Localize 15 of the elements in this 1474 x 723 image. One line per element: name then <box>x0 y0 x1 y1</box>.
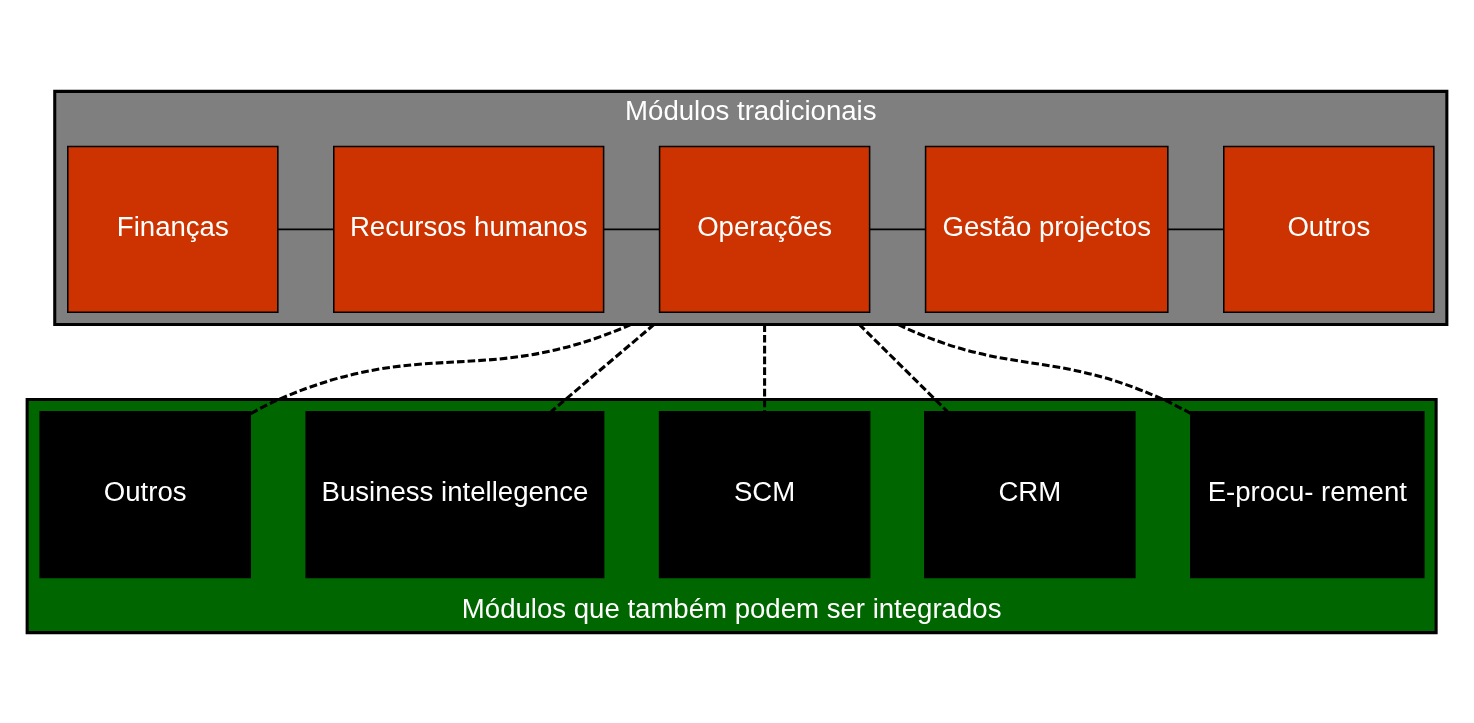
node-box: Business intellegence <box>305 410 605 578</box>
node-box: E-procu- rement <box>1190 410 1425 578</box>
node-box: SCM <box>658 410 871 578</box>
node-box: CRM <box>924 410 1136 578</box>
connector <box>763 323 767 412</box>
node-box: Recursos humanos <box>333 145 605 313</box>
connector <box>603 228 660 230</box>
connector <box>277 228 334 230</box>
node-box: Finanças <box>67 145 279 313</box>
connector <box>869 228 926 230</box>
node-box: Operações <box>658 145 871 313</box>
connector <box>1167 228 1224 230</box>
node-box: Outros <box>1223 145 1435 313</box>
node-box: Gestão projectos <box>924 145 1169 313</box>
node-box: Outros <box>39 410 251 578</box>
